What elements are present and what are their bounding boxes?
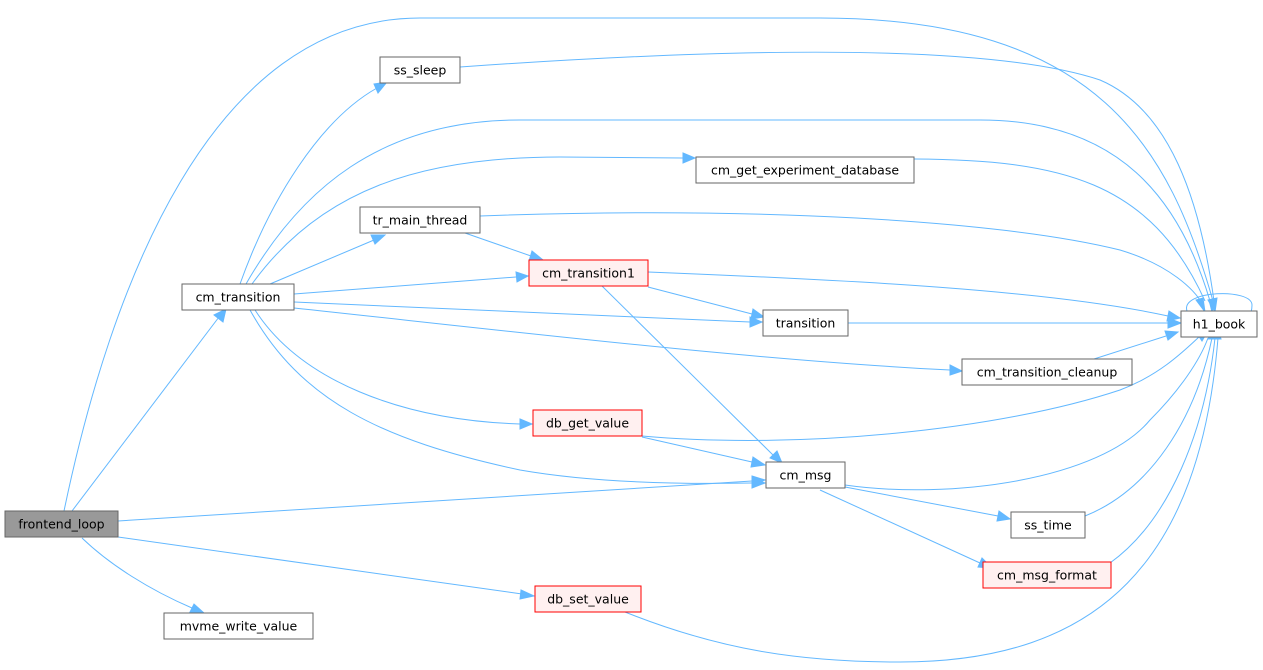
node-cm_msg_format[interactable]: cm_msg_format bbox=[982, 561, 1112, 589]
node-cm_transition1[interactable]: cm_transition1 bbox=[528, 259, 649, 287]
node-h1_book[interactable]: h1_book bbox=[1180, 310, 1258, 338]
node-cm_msg[interactable]: cm_msg bbox=[765, 461, 846, 489]
svg-text:h1_book: h1_book bbox=[1193, 317, 1246, 332]
edge-tr_main_thread-cm_transition1 bbox=[464, 232, 545, 262]
svg-text:ss_time: ss_time bbox=[1024, 518, 1072, 533]
edge-db_set_value-h1_book bbox=[624, 337, 1219, 663]
edge-frontend_loop-mvme_write_value bbox=[81, 537, 206, 614]
svg-text:db_get_value: db_get_value bbox=[546, 416, 629, 431]
edge-cm_msg-ss_time bbox=[844, 486, 1012, 522]
node-cm_transition_cleanup[interactable]: cm_transition_cleanup bbox=[961, 358, 1133, 386]
edge-cm_transition-cm_transition_cleanup bbox=[293, 307, 964, 376]
edge-cm_transition1-transition bbox=[647, 286, 766, 320]
node-transition[interactable]: transition bbox=[762, 309, 849, 337]
svg-text:cm_transition_cleanup: cm_transition_cleanup bbox=[977, 365, 1118, 380]
svg-text:cm_get_experiment_database: cm_get_experiment_database bbox=[711, 163, 899, 178]
edge-cm_transition-transition bbox=[293, 301, 764, 328]
edge-cm_msg-h1_book bbox=[844, 337, 1209, 491]
node-cm_transition[interactable]: cm_transition bbox=[181, 283, 295, 311]
svg-text:cm_msg: cm_msg bbox=[780, 468, 832, 483]
edge-transition-h1_book bbox=[848, 317, 1183, 329]
edge-ss_sleep-h1_book bbox=[459, 51, 1215, 302]
node-frontend_loop[interactable]: frontend_loop bbox=[4, 510, 119, 538]
edge-cm_msg_format-h1_book bbox=[1109, 337, 1216, 564]
edge-cm_transition1-h1_book bbox=[647, 271, 1182, 322]
edge-cm_msg-cm_msg_format bbox=[819, 489, 994, 569]
svg-text:cm_transition1: cm_transition1 bbox=[542, 266, 635, 281]
svg-text:db_set_value: db_set_value bbox=[547, 592, 629, 607]
node-db_set_value[interactable]: db_set_value bbox=[534, 585, 642, 613]
svg-text:cm_msg_format: cm_msg_format bbox=[997, 568, 1097, 583]
node-ss_sleep[interactable]: ss_sleep bbox=[379, 56, 461, 84]
svg-text:ss_sleep: ss_sleep bbox=[394, 63, 447, 78]
svg-text:frontend_loop: frontend_loop bbox=[18, 517, 104, 532]
edge-cm_transition-cm_get_experiment_database bbox=[251, 152, 697, 285]
edge-cm_transition_cleanup-h1_book bbox=[1093, 330, 1180, 360]
node-ss_time[interactable]: ss_time bbox=[1010, 511, 1086, 539]
svg-text:cm_transition: cm_transition bbox=[196, 290, 281, 305]
edge-cm_transition-h1_book-arc bbox=[245, 119, 1211, 302]
edge-ss_time-h1_book bbox=[1084, 337, 1213, 517]
edge-cm_transition1-cm_msg bbox=[601, 285, 783, 464]
svg-text:mvme_write_value: mvme_write_value bbox=[180, 619, 298, 634]
edge-cm_transition-cm_transition1 bbox=[293, 271, 530, 295]
edge-frontend_loop-db_set_value bbox=[117, 536, 536, 600]
edge-frontend_loop-cm_transition bbox=[71, 308, 227, 512]
edge-cm_transition-db_get_value bbox=[254, 309, 534, 430]
node-db_get_value[interactable]: db_get_value bbox=[532, 409, 643, 437]
edge-db_get_value-cm_msg bbox=[641, 436, 767, 468]
node-cm_get_experiment_database[interactable]: cm_get_experiment_database bbox=[695, 156, 915, 184]
node-tr_main_thread[interactable]: tr_main_thread bbox=[359, 206, 481, 234]
edge-cm_transition-tr_main_thread bbox=[269, 234, 387, 285]
edge-cm_get_experiment_database-h1_book bbox=[913, 158, 1206, 302]
edge-cm_transition-ss_sleep bbox=[239, 81, 389, 285]
svg-text:tr_main_thread: tr_main_thread bbox=[373, 213, 468, 228]
svg-text:transition: transition bbox=[776, 316, 836, 331]
edge-cm_transition-cm_msg bbox=[249, 309, 767, 489]
edge-tr_main_thread-h1_book bbox=[479, 212, 1204, 306]
node-mvme_write_value[interactable]: mvme_write_value bbox=[163, 612, 314, 640]
